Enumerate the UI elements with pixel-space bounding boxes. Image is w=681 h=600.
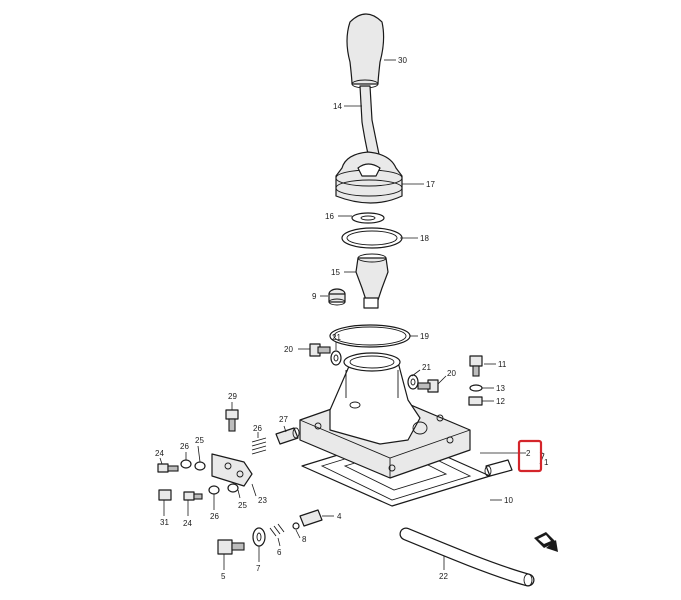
part-cap-9 bbox=[328, 288, 346, 306]
part-washer-21-right bbox=[407, 374, 419, 390]
callout-21-right: 21 bbox=[422, 363, 431, 372]
part-washer-26-top bbox=[180, 459, 192, 469]
part-spring-6 bbox=[269, 523, 285, 537]
callout-14: 14 bbox=[333, 102, 342, 111]
part-bolt-20-left bbox=[309, 343, 331, 357]
callout-27: 27 bbox=[279, 415, 288, 424]
part-bolt-5 bbox=[217, 539, 245, 555]
highlight-box bbox=[517, 439, 543, 473]
callout-4: 4 bbox=[337, 512, 342, 521]
callout-20-right: 20 bbox=[447, 369, 456, 378]
part-spring-26 bbox=[251, 437, 267, 455]
part-ring-18 bbox=[341, 227, 403, 249]
callout-5: 5 bbox=[221, 572, 226, 581]
callout-23: 23 bbox=[258, 496, 267, 505]
callout-11: 11 bbox=[498, 360, 507, 369]
callout-20-left: 20 bbox=[284, 345, 293, 354]
callout-29: 29 bbox=[228, 392, 237, 401]
part-bolt-11 bbox=[469, 355, 483, 377]
callout-labels: 30 14 17 16 18 15 9 21 19 20 21 20 11 13… bbox=[155, 56, 549, 581]
callout-8: 8 bbox=[302, 535, 307, 544]
part-washer-16 bbox=[351, 212, 385, 224]
part-pin-2 bbox=[484, 459, 513, 477]
callout-24-bottom: 24 bbox=[183, 519, 192, 528]
part-nut-12 bbox=[468, 396, 483, 406]
part-bolt-20-right bbox=[417, 379, 439, 393]
part-washer-21-left bbox=[330, 350, 342, 366]
callout-15: 15 bbox=[331, 268, 340, 277]
front-arrow-icon bbox=[534, 532, 558, 552]
part-washer-25-mid bbox=[227, 483, 239, 493]
part-oring-19 bbox=[329, 324, 411, 348]
part-bracket-23 bbox=[211, 453, 253, 487]
part-bolt-24-bottom bbox=[183, 491, 203, 501]
part-sleeve-27 bbox=[275, 427, 300, 445]
callout-21-top: 21 bbox=[332, 333, 341, 342]
part-shift-knob bbox=[346, 13, 385, 89]
part-bolt-24-top bbox=[157, 463, 179, 473]
callout-10: 10 bbox=[504, 496, 513, 505]
part-case-housing bbox=[299, 352, 471, 479]
callout-24-top: 24 bbox=[155, 449, 164, 458]
callout-31: 31 bbox=[160, 518, 169, 527]
callout-26-washer-top: 26 bbox=[180, 442, 189, 451]
callout-22: 22 bbox=[439, 572, 448, 581]
callout-2: 2 bbox=[526, 449, 531, 458]
callout-12: 12 bbox=[496, 397, 505, 406]
part-washer-13 bbox=[469, 384, 483, 392]
part-ball-8 bbox=[292, 522, 300, 530]
callout-19: 19 bbox=[420, 332, 429, 341]
callout-17: 17 bbox=[426, 180, 435, 189]
part-bolt-29 bbox=[225, 409, 239, 432]
part-hose-22 bbox=[399, 527, 535, 587]
part-washer-26-bottom bbox=[208, 485, 220, 495]
callout-18: 18 bbox=[420, 234, 429, 243]
callout-25-top: 25 bbox=[195, 436, 204, 445]
part-ball-seat bbox=[355, 253, 389, 309]
callout-6: 6 bbox=[277, 548, 282, 557]
part-lever-boot bbox=[335, 151, 403, 204]
part-nut-31 bbox=[158, 489, 172, 501]
callout-16: 16 bbox=[325, 212, 334, 221]
part-washer-25-top bbox=[194, 461, 206, 471]
callout-26-spring: 26 bbox=[253, 424, 262, 433]
callout-26-washer-bottom: 26 bbox=[210, 512, 219, 521]
part-washer-7 bbox=[252, 527, 266, 547]
part-plug-4 bbox=[299, 509, 323, 527]
callout-13: 13 bbox=[496, 384, 505, 393]
leader-lines bbox=[159, 59, 545, 570]
callout-9: 9 bbox=[312, 292, 317, 301]
callout-7: 7 bbox=[256, 564, 261, 573]
callout-25-mid: 25 bbox=[238, 501, 247, 510]
callout-30: 30 bbox=[398, 56, 407, 65]
callout-1: 1 bbox=[544, 458, 549, 467]
